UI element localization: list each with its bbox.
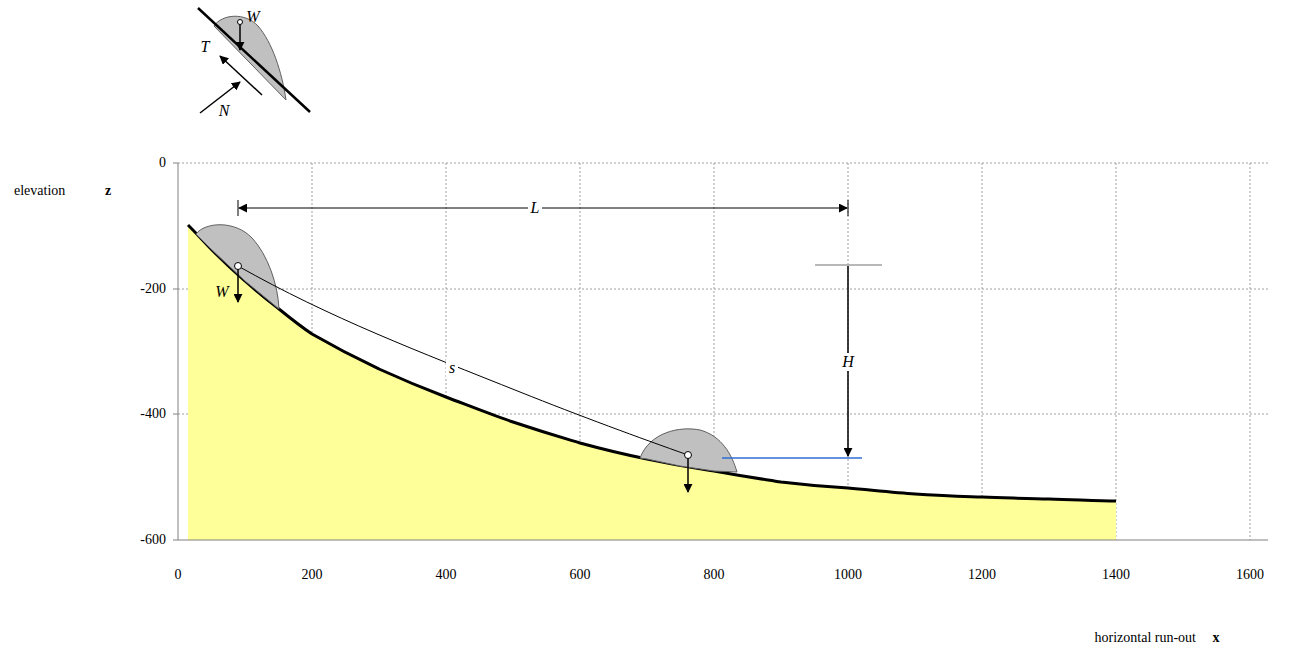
dimension-label: L (528, 199, 543, 217)
centre-of-mass (685, 452, 692, 459)
tick-label: 600 (570, 567, 591, 582)
tick-label: 1000 (834, 567, 862, 582)
force-label: W (215, 283, 228, 301)
drop-height-dimension (722, 265, 882, 458)
tick-label: 800 (704, 567, 725, 582)
tick-label: -600 (140, 532, 166, 547)
weight-arrow (687, 455, 689, 492)
axis-title: elevation (14, 183, 65, 198)
grid (178, 163, 1268, 540)
travel-path (238, 266, 688, 455)
run-out-dimension (238, 200, 848, 216)
force-inset (198, 8, 310, 113)
axis-symbol: z (105, 183, 111, 198)
initial-mass (196, 225, 279, 309)
tick-label: 1200 (968, 567, 996, 582)
tick-label: 200 (302, 567, 323, 582)
tick-label: 400 (436, 567, 457, 582)
slope-surface (188, 225, 1116, 501)
weight-arrow (237, 266, 239, 302)
tick-label: -200 (140, 281, 166, 296)
axis-symbol: x (1213, 630, 1220, 645)
centre-of-mass (235, 263, 242, 270)
axis-title: horizontal run-out (1095, 630, 1196, 645)
force-label: N (219, 102, 230, 120)
ground-fill (188, 225, 1116, 540)
path-label: s (446, 359, 458, 377)
tick-label: 1400 (1102, 567, 1130, 582)
tick-label: 0 (175, 567, 182, 582)
dimension-label: H (839, 353, 857, 371)
force-label: T (201, 38, 210, 56)
tick-label: 1600 (1236, 567, 1264, 582)
force-label: W (246, 8, 259, 26)
tick-label: 0 (159, 155, 166, 170)
tick-label: -400 (140, 406, 166, 421)
axes (173, 163, 1268, 540)
